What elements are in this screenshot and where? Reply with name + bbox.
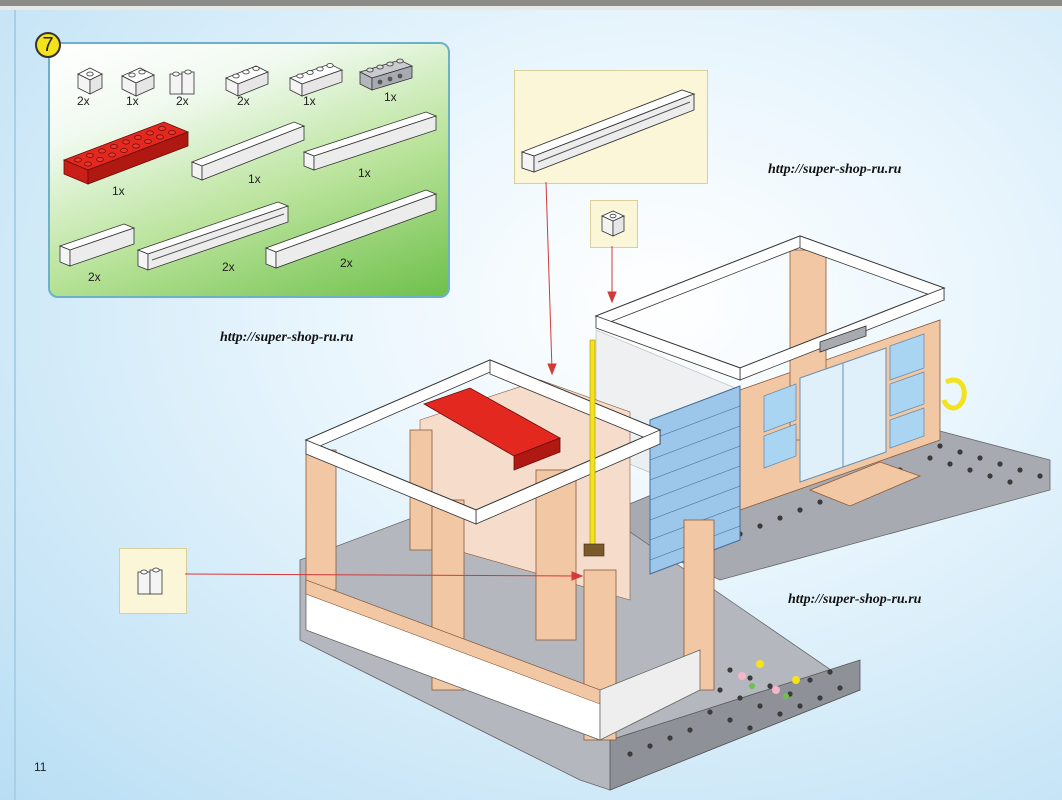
parts-list-panel: 2x 1x 2x 2x 1x 1x 1x 1x 1x 2x 2x 2x — [48, 42, 450, 298]
rear-building — [594, 235, 967, 575]
page-number: 11 — [34, 760, 47, 774]
part-1x1-brick — [77, 67, 103, 95]
part-qty: 1x — [384, 90, 397, 104]
callout-pair-drawing — [137, 567, 163, 595]
part-1x14-brick — [264, 189, 438, 269]
guide-arrows — [184, 181, 617, 581]
front-building — [304, 339, 800, 741]
page-top-edge-highlight — [0, 6, 1062, 10]
watermark-url: http://super-shop-ru.ru — [788, 592, 922, 607]
callout-1x1-drawing — [601, 210, 625, 237]
part-qty: 1x — [112, 184, 125, 198]
part-1x10-brick-b — [302, 111, 438, 171]
parts-drawing — [58, 58, 438, 271]
part-1x4-technic-gray — [358, 58, 414, 91]
part-1x10-brick-a — [190, 121, 306, 181]
part-qty: 2x — [88, 270, 101, 284]
part-qty: 2x — [176, 94, 189, 108]
part-qty: 2x — [222, 260, 235, 274]
page-top-edge — [0, 0, 1062, 6]
plate-studs — [627, 437, 1043, 757]
watermark-url: http://super-shop-ru.ru — [220, 330, 354, 345]
callout-rail-brick-drawing — [520, 89, 696, 173]
part-1x6-brick — [58, 223, 136, 267]
page-spine-line — [14, 10, 16, 800]
part-1x4-brick — [288, 63, 344, 97]
part-qty: 2x — [237, 94, 250, 108]
part-qty: 2x — [77, 94, 90, 108]
watermark-url: http://super-shop-ru.ru — [768, 162, 902, 177]
part-qty: 1x — [126, 94, 139, 108]
part-1x12-rail — [136, 201, 290, 271]
flowers — [738, 660, 800, 699]
part-qty: 1x — [303, 94, 316, 108]
part-red-2x8-brick — [62, 121, 190, 185]
part-qty: 2x — [340, 256, 353, 270]
part-1x2-brick — [121, 67, 155, 97]
step-number-badge: 7 — [35, 32, 61, 58]
part-1x1-pair — [169, 69, 195, 95]
part-qty: 1x — [358, 166, 371, 180]
part-1x3-brick — [225, 65, 269, 97]
part-qty: 1x — [248, 172, 261, 186]
